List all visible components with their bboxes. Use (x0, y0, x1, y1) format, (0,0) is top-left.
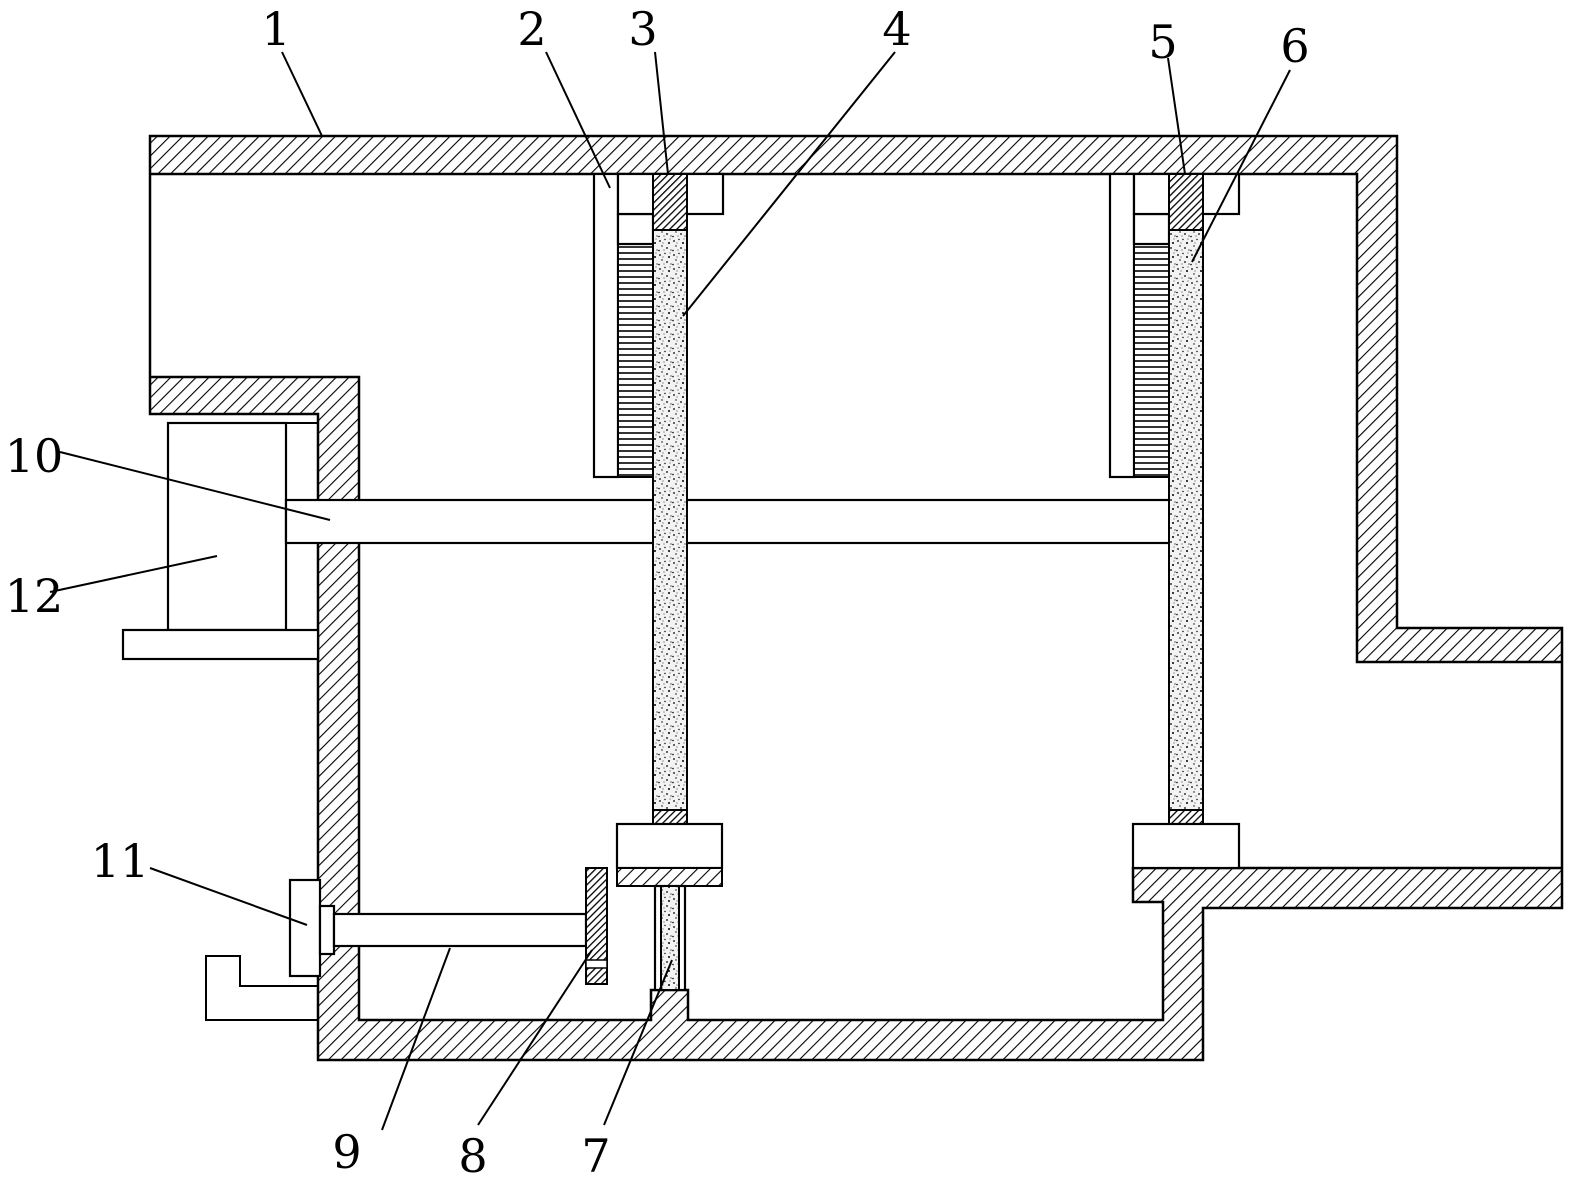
label-7: 7 (581, 1129, 610, 1183)
filter-rod-6 (1168, 229, 1204, 811)
motor-12 (166, 421, 288, 632)
seal-3 (652, 173, 688, 231)
valve-disk-8 (585, 867, 608, 985)
actuator-collar (318, 904, 336, 956)
guide-plate-right (1108, 172, 1136, 479)
label-9: 9 (332, 1125, 361, 1179)
brush-left-cap (616, 212, 655, 246)
label-8: 8 (458, 1129, 487, 1183)
guide-plate-2 (592, 172, 620, 479)
housing-wall (148, 134, 1564, 1062)
label-12: 12 (5, 569, 64, 623)
bottom-bracket-left (615, 822, 724, 870)
label-10: 10 (5, 429, 64, 483)
label-4: 4 (882, 2, 911, 56)
brush-right-cap (1132, 212, 1171, 246)
rod-9 (332, 912, 588, 948)
seal-5 (1168, 173, 1204, 231)
bottom-plate-left (616, 867, 723, 887)
part-labels: 1 2 3 4 5 6 10 12 11 9 8 7 (5, 2, 1310, 1183)
leader-lines (49, 51, 1291, 1131)
filter-rod-4 (652, 229, 688, 811)
valve-disk-gap (585, 959, 608, 969)
drain-outlet-hook (205, 955, 318, 1021)
label-1: 1 (261, 2, 290, 56)
label-2: 2 (517, 2, 546, 56)
brush-right (1133, 243, 1170, 478)
motor-support-plate (121, 628, 320, 661)
shaft-10 (284, 498, 1172, 545)
drain-core-7 (660, 885, 680, 991)
label-5: 5 (1148, 15, 1177, 69)
label-11: 11 (91, 834, 150, 888)
label-3: 3 (628, 2, 657, 56)
bottom-bracket-right (1131, 822, 1241, 870)
actuator-11 (288, 878, 322, 978)
label-6: 6 (1280, 19, 1309, 73)
brush-left (617, 243, 654, 478)
